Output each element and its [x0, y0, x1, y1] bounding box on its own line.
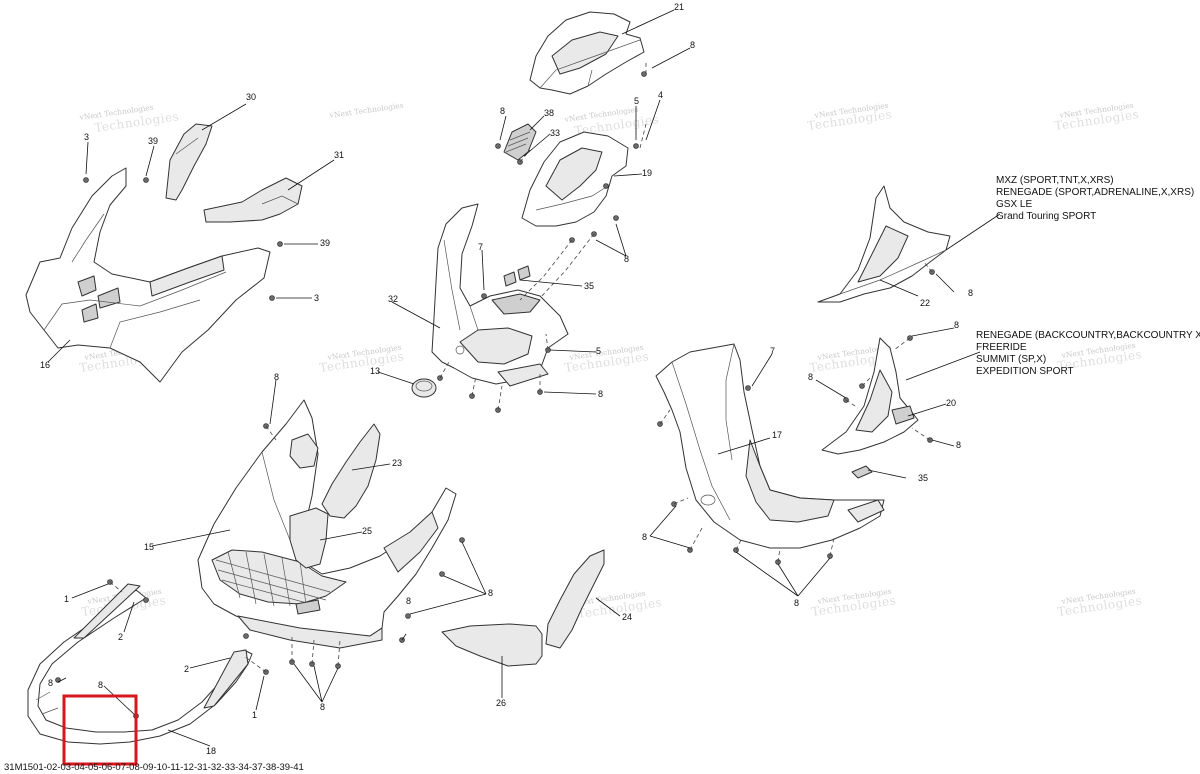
- callout-8[interactable]: 8: [598, 389, 603, 399]
- callout-8[interactable]: 8: [500, 106, 505, 116]
- model-note-line: FREERIDE: [976, 342, 1027, 353]
- callout-17[interactable]: 17: [772, 430, 782, 440]
- part-25-deflector[interactable]: [289, 507, 329, 569]
- model-note-line: GSX LE: [996, 199, 1032, 210]
- callout-8[interactable]: 8: [624, 254, 629, 264]
- callout-16[interactable]: 16: [40, 360, 50, 370]
- callout-7[interactable]: 7: [770, 346, 775, 356]
- watermark: vNext Technologies: [328, 101, 404, 120]
- part-2-bracket-upper[interactable]: [73, 583, 141, 639]
- model-note-line: SUMMIT (SP,X): [976, 354, 1046, 365]
- callout-25[interactable]: 25: [362, 526, 372, 536]
- callout-8[interactable]: 8: [968, 288, 973, 298]
- leader-lines: [47, 9, 1001, 747]
- callout-38[interactable]: 38: [544, 108, 554, 118]
- callout-39[interactable]: 39: [320, 238, 330, 248]
- part-2-bracket-lower[interactable]: [203, 649, 249, 709]
- callout-8[interactable]: 8: [98, 680, 103, 690]
- callout-31[interactable]: 31: [334, 150, 344, 160]
- part-13-cap[interactable]: [411, 378, 437, 398]
- part-24-deflector[interactable]: [545, 549, 605, 649]
- callout-2[interactable]: 2: [118, 632, 123, 642]
- callout-33[interactable]: 33: [550, 128, 560, 138]
- callout-15[interactable]: 15: [144, 542, 154, 552]
- part-26-deflector[interactable]: [441, 623, 543, 667]
- part-16-upper-panel[interactable]: [25, 167, 271, 383]
- callout-8[interactable]: 8: [488, 588, 493, 598]
- callout-8[interactable]: 8: [954, 320, 959, 330]
- callout-1[interactable]: 1: [252, 710, 257, 720]
- part-21-upper-cover[interactable]: [529, 11, 645, 95]
- callout-1[interactable]: 1: [64, 594, 69, 604]
- callout-18[interactable]: 18: [206, 746, 216, 756]
- part-15-nose-cone[interactable]: [197, 399, 457, 649]
- model-note-line: RENEGADE (SPORT,ADRENALINE,X,XRS): [996, 187, 1194, 198]
- part-35-clips-upper[interactable]: [503, 265, 531, 287]
- part-17-front-frame[interactable]: [655, 343, 885, 549]
- callout-23[interactable]: 23: [392, 458, 402, 468]
- callout-3[interactable]: 3: [314, 293, 319, 303]
- model-note-upper: MXZ (SPORT,TNT,X,XRS) RENEGADE (SPORT,AD…: [996, 175, 1194, 222]
- model-note-line: Grand Touring SPORT: [996, 211, 1096, 222]
- callout-4[interactable]: 4: [658, 90, 663, 100]
- callout-35[interactable]: 35: [584, 281, 594, 291]
- grille-mesh: [215, 551, 331, 607]
- callout-8[interactable]: 8: [642, 532, 647, 542]
- callout-8[interactable]: 8: [274, 372, 279, 382]
- part-23-deflector[interactable]: [321, 423, 381, 519]
- part-22-side-panel[interactable]: [817, 185, 951, 303]
- highlight-box: [62, 694, 138, 766]
- part-20-side-panel[interactable]: [821, 337, 919, 455]
- callout-8[interactable]: 8: [956, 440, 961, 450]
- model-note-line: RENEGADE (BACKCOUNTRY,BACKCOUNTRY X): [976, 330, 1200, 341]
- part-30-deflector[interactable]: [165, 123, 213, 201]
- diagram-reference-code: 31M1501-02-03-04-05-06-07-08-09-10-11-12…: [4, 762, 304, 773]
- callout-numbers: 30 31 39 3 39 3 16 21 8 38 33 8 5 4 19 8…: [40, 2, 973, 756]
- callout-8[interactable]: 8: [808, 372, 813, 382]
- part-31-deflector[interactable]: [203, 177, 303, 223]
- callout-19[interactable]: 19: [642, 168, 652, 178]
- callout-20[interactable]: 20: [946, 398, 956, 408]
- callout-5[interactable]: 5: [596, 346, 601, 356]
- callout-24[interactable]: 24: [622, 612, 632, 622]
- callout-26[interactable]: 26: [496, 698, 506, 708]
- callout-13[interactable]: 13: [370, 366, 380, 376]
- callout-8[interactable]: 8: [794, 598, 799, 608]
- callout-32[interactable]: 32: [388, 294, 398, 304]
- model-note-line: EXPEDITION SPORT: [976, 366, 1074, 377]
- assembly-lines: [109, 60, 933, 673]
- callout-8[interactable]: 8: [320, 702, 325, 712]
- part-18-front-bumper[interactable]: [27, 589, 253, 745]
- part-35-clip-right[interactable]: [851, 465, 873, 479]
- callout-8[interactable]: 8: [48, 678, 53, 688]
- model-note-line: MXZ (SPORT,TNT,X,XRS): [996, 175, 1114, 186]
- callout-8[interactable]: 8: [406, 596, 411, 606]
- callout-7[interactable]: 7: [478, 242, 483, 252]
- callout-2[interactable]: 2: [184, 664, 189, 674]
- callout-30[interactable]: 30: [246, 92, 256, 102]
- callout-8[interactable]: 8: [690, 40, 695, 50]
- callout-35[interactable]: 35: [918, 473, 928, 483]
- part-32-front-frame[interactable]: [431, 203, 569, 387]
- callout-3[interactable]: 3: [84, 132, 89, 142]
- callout-39[interactable]: 39: [148, 136, 158, 146]
- model-note-lower: RENEGADE (BACKCOUNTRY,BACKCOUNTRY X) FRE…: [976, 330, 1200, 377]
- callout-21[interactable]: 21: [674, 2, 684, 12]
- part-38-bracket[interactable]: [503, 123, 537, 161]
- part-19-side-cover[interactable]: [521, 131, 629, 227]
- callout-22[interactable]: 22: [920, 298, 930, 308]
- callout-5[interactable]: 5: [634, 96, 639, 106]
